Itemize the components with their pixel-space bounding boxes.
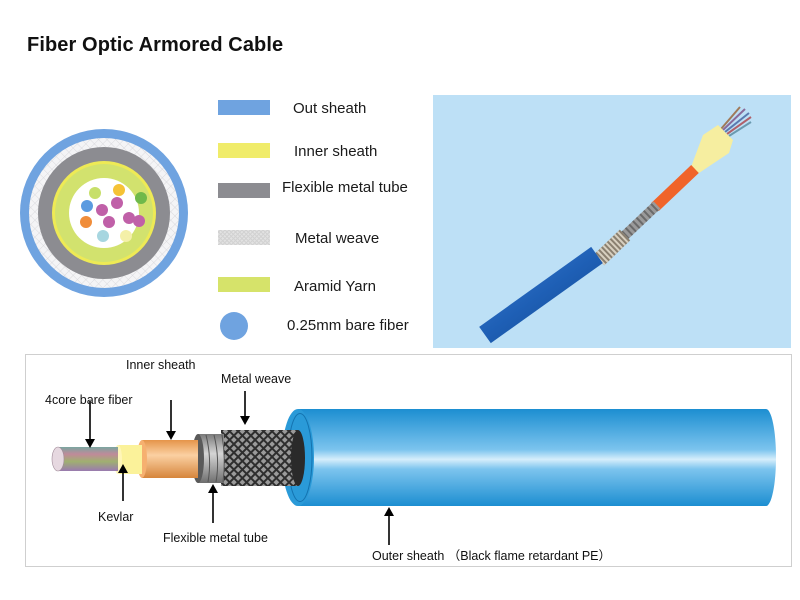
fiber-dot [81, 200, 93, 212]
diagram-metal-weave [221, 430, 305, 486]
photo-metal-tube-ridges [617, 201, 661, 243]
label-inner-sheath: Inner sheath [126, 358, 196, 372]
photo-metal-tube [617, 201, 661, 243]
page-title: Fiber Optic Armored Cable [27, 34, 284, 56]
photo-metal-weave [593, 229, 631, 266]
cable-photo-drawing [479, 106, 752, 344]
fiber-dot [80, 216, 92, 228]
fiber-dot [113, 184, 125, 196]
fiber-dot [120, 230, 132, 242]
legend-label: Out sheath [293, 100, 367, 117]
diagram-arrows [85, 391, 394, 545]
photo-kevlar [691, 125, 733, 173]
label-metal-weave: Metal weave [221, 372, 292, 386]
cable-cross-section [20, 129, 188, 297]
diagram-kevlar [114, 445, 142, 474]
legend-swatch [218, 143, 270, 158]
photo-outer-jacket [479, 246, 603, 344]
bare-fiber-circle-icon [220, 312, 248, 340]
fiber-dot [123, 212, 135, 224]
legend-swatch [218, 230, 270, 245]
legend-label: 0.25mm bare fiber [287, 317, 409, 334]
legend-swatch [218, 277, 270, 292]
fiber-dot [96, 204, 108, 216]
fiber-dot [97, 230, 109, 242]
label-flexible-metal-tube: Flexible metal tube [163, 531, 268, 545]
legend-swatch [218, 183, 270, 198]
legend-swatch [218, 100, 270, 115]
cable-layer-diagram: Inner sheath Metal weave 4core bare fibe… [25, 354, 792, 567]
legend-label: Inner sheath [294, 143, 378, 160]
photo-bare-fibers [720, 106, 752, 137]
photo-buffer [651, 165, 699, 211]
label-four-core-fiber: 4core bare fiber [45, 393, 133, 407]
cable-photo [433, 95, 791, 348]
label-kevlar: Kevlar [98, 510, 134, 524]
fiber-dot [135, 192, 147, 204]
legend-label: Flexible metal tube [282, 179, 408, 196]
legend-label: Aramid Yarn [294, 278, 376, 295]
fiber-dot [133, 215, 145, 227]
diagram-inner-sheath [137, 440, 198, 478]
diagram-outer-sheath [282, 409, 776, 506]
diagram-bare-fibers [51, 446, 118, 472]
legend-label: Metal weave [295, 230, 380, 247]
fiber-dot [89, 187, 101, 199]
fiber-dot [103, 216, 115, 228]
layer-diagram-drawing [51, 391, 776, 545]
label-outer-sheath: Outer sheath （Black flame retardant PE） [372, 549, 611, 563]
fiber-dot [111, 197, 123, 209]
